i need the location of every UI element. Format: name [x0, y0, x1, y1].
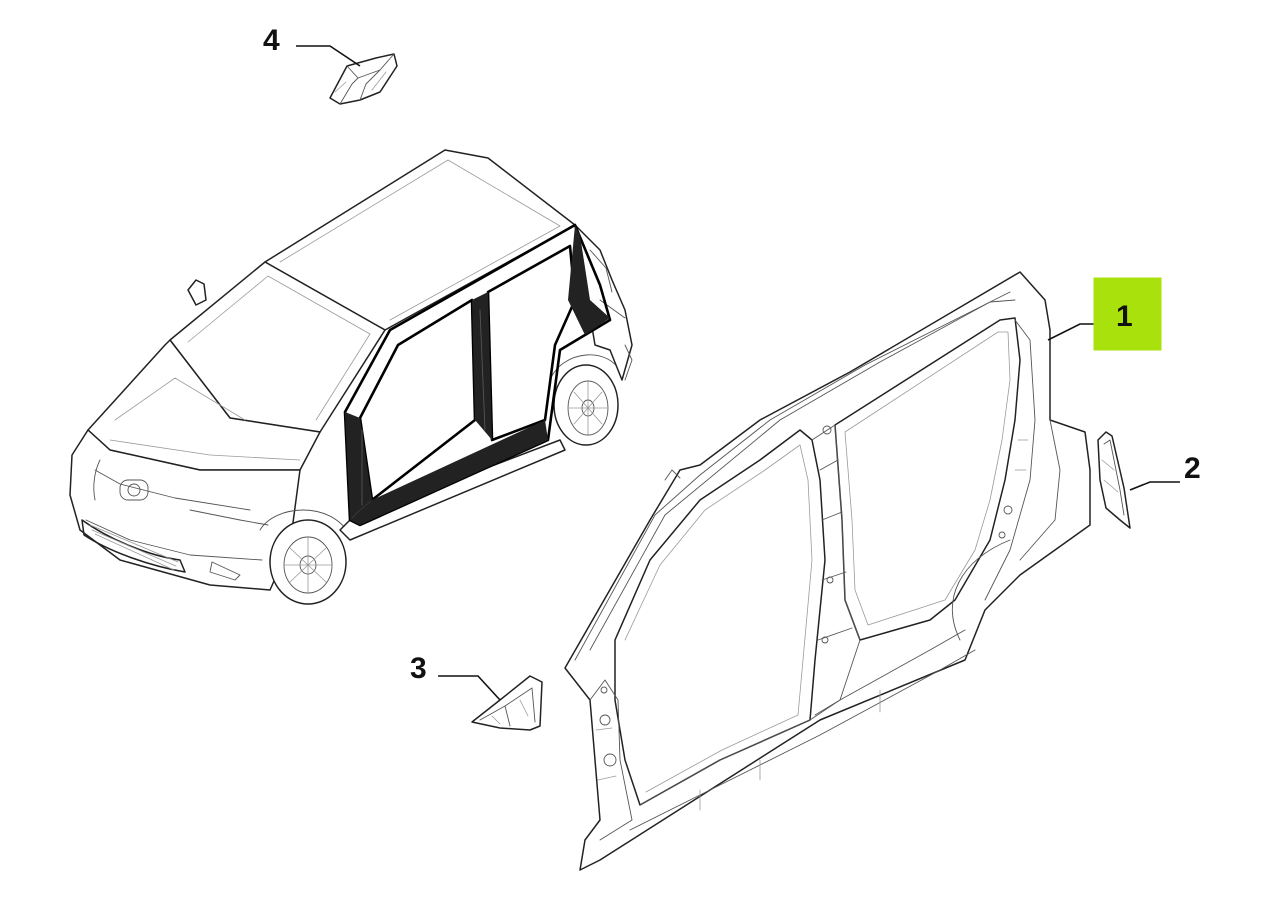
vehicle-overview: [69, 149, 633, 605]
part-1-body-side-panel: [564, 271, 1091, 871]
part-2-bracket: [1097, 431, 1131, 529]
part-4-bracket: [329, 53, 398, 105]
leader-4: [296, 45, 361, 67]
leader-1: [1047, 323, 1094, 341]
leader-3: [438, 675, 501, 701]
part-3-bracket: [471, 675, 543, 731]
callout-3-label: 3: [410, 652, 427, 685]
callout-2-label: 2: [1184, 452, 1201, 485]
callout-1-label: 1: [1116, 300, 1133, 333]
leader-2: [1129, 481, 1180, 491]
callout-1-box: 1: [1093, 277, 1162, 351]
callout-4-label: 4: [263, 24, 280, 57]
